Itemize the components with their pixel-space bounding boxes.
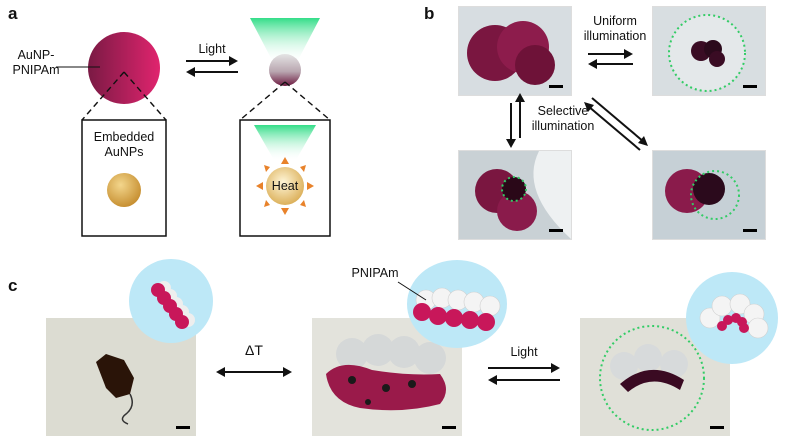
delta-t-label: ΔT (245, 342, 263, 358)
swollen-gel-sphere (88, 32, 160, 104)
light-reversible-arrows-c (488, 363, 560, 385)
heat-label: Heat (271, 179, 299, 193)
panel-a-diagram (56, 18, 331, 237)
light-beam (250, 18, 320, 62)
pnipam-label: PNIPAm (351, 266, 399, 280)
panel-b-arrows (506, 49, 648, 151)
pnipam-label-leader (397, 281, 427, 301)
light-arrow-label: Light (198, 42, 226, 56)
photo-selective-illumination-a (458, 150, 572, 240)
heated-gold-nanoparticle (266, 167, 304, 205)
gold-nanoparticle (107, 173, 141, 207)
photo-selective-illumination-b (652, 150, 766, 240)
light-reversible-arrows (186, 56, 238, 77)
photo-swollen-chain (312, 318, 462, 436)
panel-c-letter: c (8, 276, 18, 295)
selective-illumination-label: Selective illumination (531, 104, 595, 133)
photo-initial-state (458, 6, 572, 96)
photo-uniform-illumination (652, 6, 766, 96)
uniform-illumination-label: Uniform illumination (583, 14, 647, 43)
panel-a-letter: a (8, 4, 18, 23)
light-arrow-label-c: Light (510, 345, 538, 359)
heat-arrows-icon (256, 157, 314, 215)
delta-t-arrow (216, 367, 292, 377)
bubble-collapsed-schematic (129, 259, 213, 343)
material-label: AuNP- PNIPAm (12, 48, 60, 77)
embedded-aunps-label: Embedded AuNPs (93, 130, 155, 159)
panel-b-letter: b (424, 4, 435, 23)
bubble-illuminated-schematic (686, 272, 778, 364)
box-light-beam (254, 125, 316, 160)
bubble-swollen-schematic (407, 260, 507, 348)
shrunken-gel-sphere (269, 54, 301, 86)
